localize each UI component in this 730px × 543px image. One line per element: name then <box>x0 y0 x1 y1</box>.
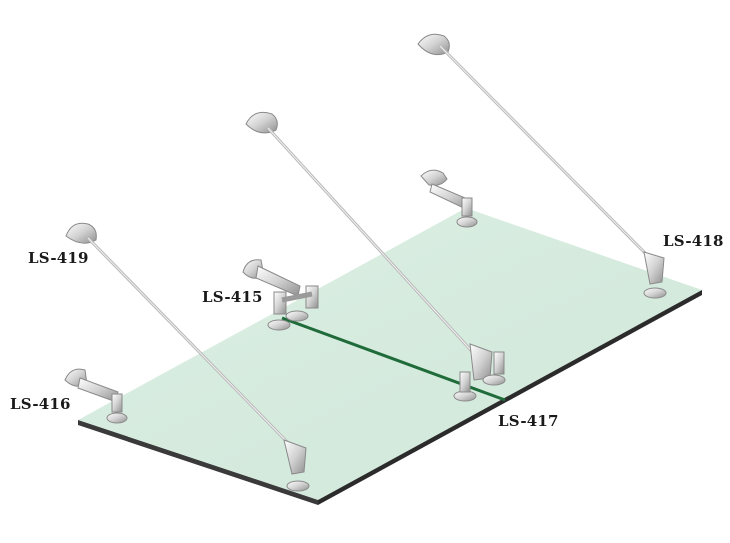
label-ls417: LS-417 <box>498 412 559 430</box>
wall-bracket-ls415 <box>242 259 319 331</box>
tie-rod-ls419 <box>65 222 310 492</box>
wall-bracket-ls416 <box>64 368 128 424</box>
label-ls416: LS-416 <box>10 395 71 413</box>
label-ls418: LS-418 <box>663 232 724 250</box>
tie-rod-middle <box>245 111 506 402</box>
wall-bracket-back <box>420 169 478 228</box>
tie-rod-ls418 <box>417 33 667 299</box>
label-ls419: LS-419 <box>28 249 89 267</box>
glass-panel <box>78 208 702 505</box>
label-ls415: LS-415 <box>202 288 263 306</box>
